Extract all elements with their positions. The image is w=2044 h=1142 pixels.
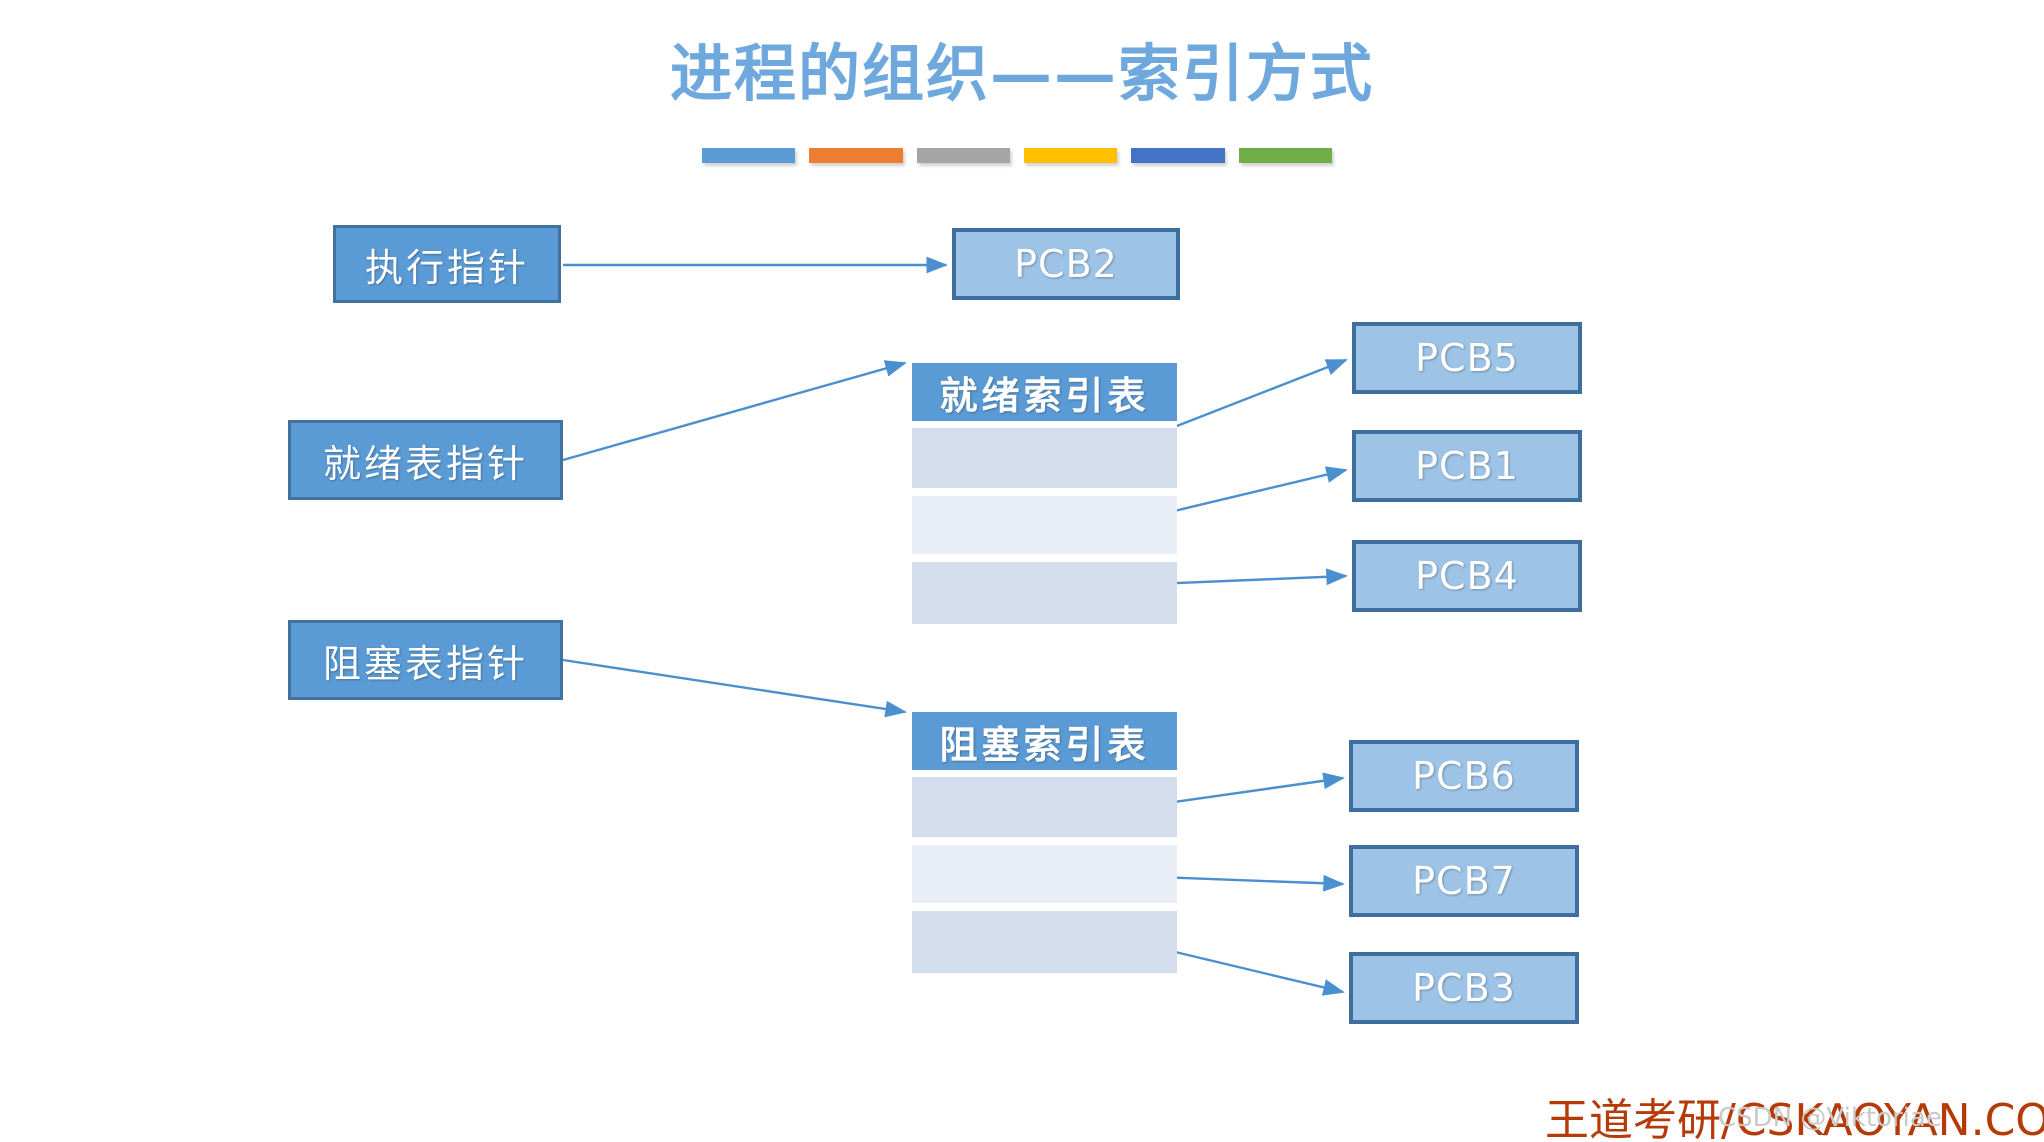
pcb-box-pcb6: PCB6 [1349, 740, 1579, 812]
table-row-gap [912, 554, 1177, 562]
pcb-box-label: PCB6 [1412, 754, 1516, 798]
pointer-box-ready-pointer: 就绪表指针 [288, 420, 563, 500]
table-row-gap [912, 837, 1177, 845]
watermark-label: CSDN @Viktoriae [1718, 1103, 1942, 1133]
table-row-gap [912, 488, 1177, 496]
pcb-box-pcb3: PCB3 [1349, 952, 1579, 1024]
bar-yellow [1023, 148, 1118, 163]
table-header-label: 就绪索引表 [939, 372, 1150, 418]
table-row-gap [912, 770, 1177, 777]
table-header-label: 阻塞索引表 [939, 721, 1150, 767]
pointer-box-exec-pointer: 执行指针 [333, 225, 561, 303]
ready-index-table: 就绪索引表 [912, 363, 1177, 624]
bar-orange [809, 148, 903, 163]
pcb-box-label: PCB5 [1415, 336, 1519, 380]
bar-dark-blue [1131, 148, 1225, 163]
pcb-box-label: PCB4 [1415, 554, 1519, 598]
pcb-box-label: PCB7 [1412, 859, 1516, 903]
pointer-box-label: 阻塞表指针 [322, 641, 528, 686]
pcb-box-label: PCB2 [1014, 242, 1118, 286]
pcb-box-pcb5: PCB5 [1352, 322, 1582, 394]
arrow-blocked-to-table [562, 658, 907, 718]
pointer-box-blocked-pointer: 阻塞表指针 [288, 620, 563, 700]
pcb-box-pcb2: PCB2 [952, 228, 1180, 300]
footer-brand: 王道考研/CSKAOYAN.COM [1545, 1095, 2044, 1142]
bar-gray [916, 148, 1010, 163]
pcb-box-pcb4: PCB4 [1352, 540, 1582, 612]
pcb-box-pcb7: PCB7 [1349, 845, 1579, 917]
table-row-gap [912, 421, 1177, 428]
bar-blue [702, 148, 796, 163]
page-title: 进程的组织——索引方式 [669, 37, 1374, 110]
pcb-box-label: PCB1 [1415, 444, 1519, 488]
blocked-index-table: 阻塞索引表 [912, 712, 1177, 973]
pointer-box-label: 执行指针 [364, 245, 529, 290]
table-row [912, 777, 1177, 837]
bar-green [1238, 148, 1332, 163]
table-row [912, 428, 1177, 488]
table-row [912, 496, 1177, 554]
table-row [912, 911, 1177, 973]
accent-bar-group [702, 148, 1332, 164]
table-row-gap [912, 903, 1177, 911]
arrow-ready-to-table [562, 360, 907, 462]
pointer-box-label: 就绪表指针 [322, 441, 528, 486]
ready-index-table-header: 就绪索引表 [912, 363, 1177, 421]
pcb-box-label: PCB3 [1412, 966, 1516, 1010]
table-row [912, 845, 1177, 903]
pcb-box-pcb1: PCB1 [1352, 430, 1582, 502]
table-row [912, 562, 1177, 624]
blocked-index-table-header: 阻塞索引表 [912, 712, 1177, 770]
